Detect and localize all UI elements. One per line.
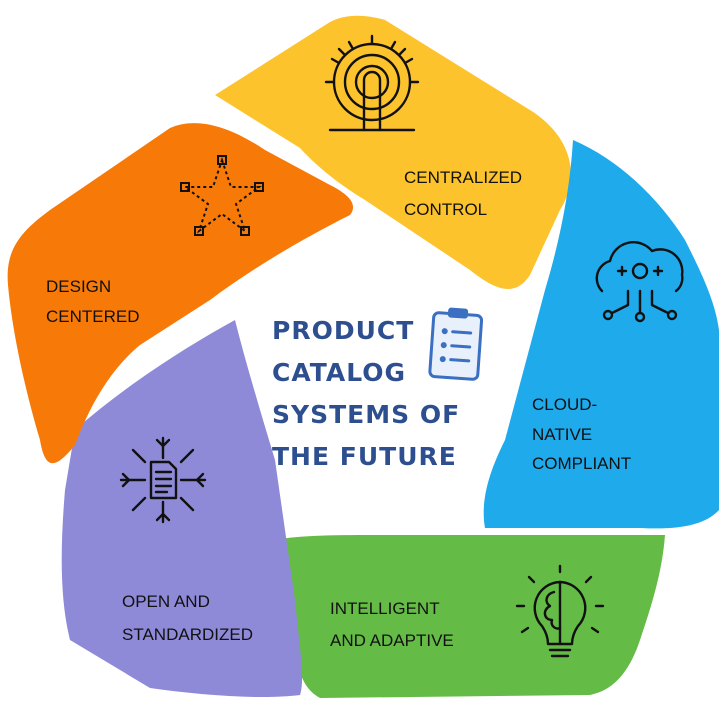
- segment-label-line: NATIVE: [532, 425, 592, 444]
- ferris-wheel-icon: [324, 34, 420, 132]
- label-open-and-standardized: OPEN AND STANDARDIZED: [122, 592, 253, 644]
- segment-open-and-standardized: [61, 320, 303, 698]
- brain-bulb-icon: [515, 564, 605, 658]
- center-title-line: THE FUTURE: [272, 442, 457, 471]
- segment-label-line: INTELLIGENT: [330, 599, 440, 618]
- center-title-line: PRODUCT: [272, 316, 414, 345]
- segment-label-line: CLOUD-: [532, 395, 597, 414]
- center-title-line: CATALOG: [272, 358, 406, 387]
- segment-label-line: AND ADAPTIVE: [330, 631, 454, 650]
- segment-label-line: CENTERED: [46, 307, 140, 326]
- segment-label-line: STANDARDIZED: [122, 625, 253, 644]
- segment-label-line: CENTRALIZED: [404, 168, 522, 187]
- center-title: PRODUCT CATALOG SYSTEMS OF THE FUTURE: [272, 316, 460, 471]
- segment-label-line: COMPLIANT: [532, 454, 631, 473]
- label-intelligent-and-adaptive: INTELLIGENT AND ADAPTIVE: [330, 599, 454, 650]
- label-cloud-native-compliant: CLOUD- NATIVE COMPLIANT: [532, 395, 631, 473]
- document-snowflake-icon: [119, 436, 207, 524]
- segment-label-line: OPEN AND: [122, 592, 210, 611]
- star-nodes-icon: [180, 155, 264, 236]
- label-centralized-control: CENTRALIZED CONTROL: [404, 168, 522, 219]
- segment-label-line: DESIGN: [46, 277, 111, 296]
- segment-cloud-native-compliant: [483, 140, 719, 529]
- label-design-centered: DESIGN CENTERED: [46, 277, 140, 326]
- center-title-line: SYSTEMS OF: [272, 400, 460, 429]
- segment-design-centered: [7, 123, 354, 464]
- clipboard-checklist-icon: [428, 307, 484, 381]
- segment-label-line: CONTROL: [404, 200, 487, 219]
- segment-intelligent-and-adaptive: [275, 535, 665, 698]
- cloud-circuit-icon: [595, 241, 684, 323]
- segment-centralized-control: [215, 15, 571, 289]
